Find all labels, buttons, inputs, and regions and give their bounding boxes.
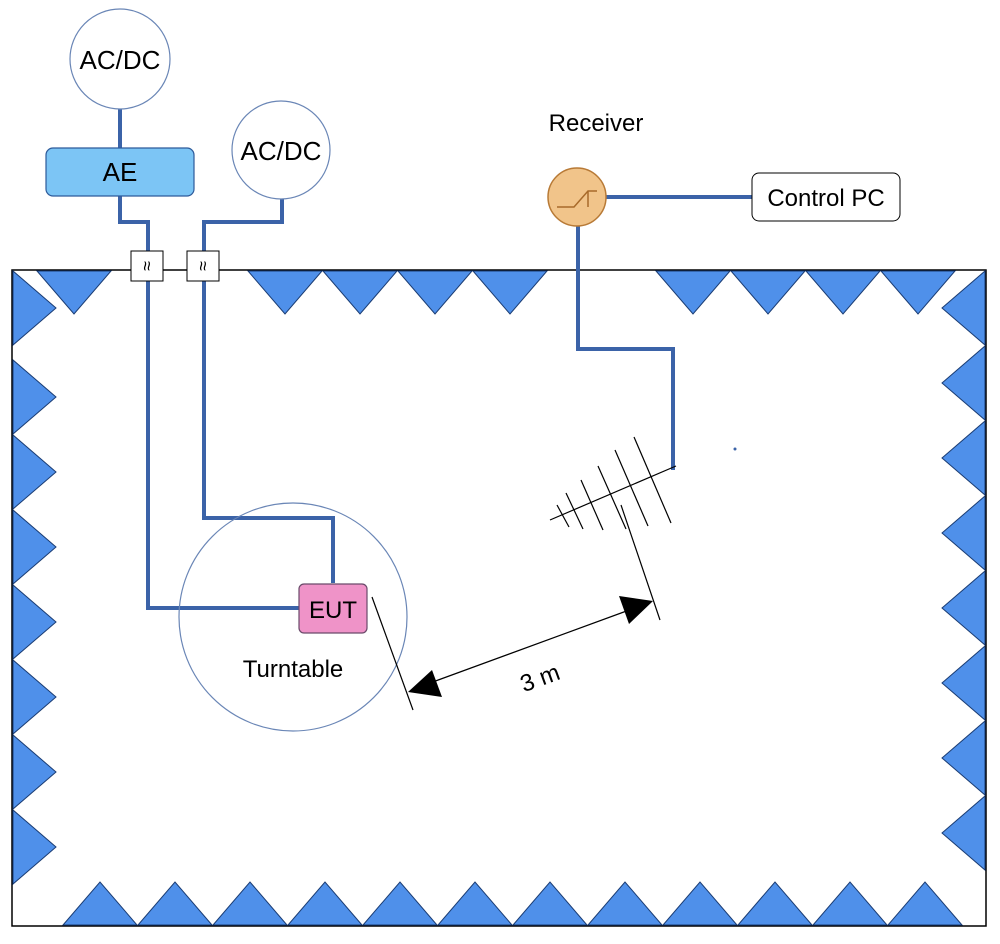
acdc-supply-left bbox=[69, 8, 171, 110]
absorber-cone-right bbox=[941, 494, 986, 572]
absorber-cone-top bbox=[879, 270, 957, 315]
eut-label: EUT bbox=[309, 597, 357, 624]
absorber-cone-bottom bbox=[736, 881, 814, 926]
absorber-cones bbox=[12, 269, 986, 926]
absorber-cone-left bbox=[12, 583, 57, 661]
acdc-right-label: AC/DC bbox=[241, 136, 322, 166]
acdc-left-label: AC/DC bbox=[80, 45, 161, 75]
filter-icon: ≈ bbox=[137, 261, 157, 271]
absorber-cone-top bbox=[729, 270, 807, 315]
absorber-cone-top bbox=[804, 270, 882, 315]
absorber-cone-left bbox=[12, 808, 57, 886]
absorber-cone-right bbox=[941, 344, 986, 422]
control-pc-box bbox=[751, 172, 901, 222]
absorber-cone-bottom bbox=[361, 881, 439, 926]
absorber-cone-bottom bbox=[211, 881, 289, 926]
absorber-cone-top bbox=[35, 270, 113, 315]
cable-acdc-to-eut bbox=[202, 198, 335, 583]
antenna-reference-line bbox=[620, 504, 661, 621]
absorber-cone-top bbox=[396, 270, 474, 315]
absorber-cone-bottom bbox=[661, 881, 739, 926]
absorber-cone-right bbox=[941, 644, 986, 722]
absorber-cone-right bbox=[941, 569, 986, 647]
absorber-cone-left bbox=[12, 269, 57, 347]
absorber-cone-bottom bbox=[886, 881, 964, 926]
absorber-cone-top bbox=[246, 270, 324, 315]
cables bbox=[118, 106, 752, 610]
receiver-signal-symbol bbox=[557, 190, 597, 208]
marker-dot bbox=[733, 447, 737, 451]
auxiliary-equipment-box bbox=[45, 147, 195, 197]
absorber-cone-right bbox=[941, 794, 986, 872]
distance-label: 3 m bbox=[517, 659, 564, 698]
acdc-supply-right bbox=[231, 100, 331, 200]
cable-receiver-to-antenna bbox=[576, 225, 675, 470]
absorber-cone-bottom bbox=[586, 881, 664, 926]
absorber-cone-left bbox=[12, 433, 57, 511]
ae-label: AE bbox=[103, 157, 138, 187]
absorber-cone-bottom bbox=[136, 881, 214, 926]
absorber-cone-bottom bbox=[61, 881, 139, 926]
receiver-label: Receiver bbox=[549, 110, 644, 137]
absorber-cone-right bbox=[941, 419, 986, 497]
filter-icon: ≈ bbox=[193, 261, 213, 271]
absorber-cone-left bbox=[12, 508, 57, 586]
absorber-cone-top bbox=[471, 270, 549, 315]
distance-arrow bbox=[408, 596, 653, 697]
receiving-antenna-icon bbox=[549, 436, 677, 531]
absorber-cone-bottom bbox=[511, 881, 589, 926]
cable-ae-to-eut bbox=[118, 196, 300, 610]
receiver-icon bbox=[547, 167, 607, 227]
turntable-label: Turntable bbox=[243, 656, 344, 683]
absorber-cone-bottom bbox=[436, 881, 514, 926]
feedthrough-filter-1: ≈ bbox=[130, 250, 164, 282]
control-pc-label: Control PC bbox=[767, 185, 884, 212]
absorber-cone-left bbox=[12, 658, 57, 736]
absorber-cone-bottom bbox=[811, 881, 889, 926]
absorber-cone-right bbox=[941, 719, 986, 797]
anechoic-chamber-wall bbox=[11, 269, 987, 927]
eut-reference-line bbox=[371, 596, 414, 711]
absorber-cone-top bbox=[654, 270, 732, 315]
absorber-cone-left bbox=[12, 733, 57, 811]
absorber-cone-right bbox=[941, 269, 986, 347]
turntable bbox=[178, 502, 408, 732]
feedthrough-filter-2: ≈ bbox=[186, 250, 220, 282]
eut-box bbox=[298, 583, 368, 634]
absorber-cone-left bbox=[12, 358, 57, 436]
absorber-cone-top bbox=[321, 270, 399, 315]
absorber-cone-bottom bbox=[286, 881, 364, 926]
